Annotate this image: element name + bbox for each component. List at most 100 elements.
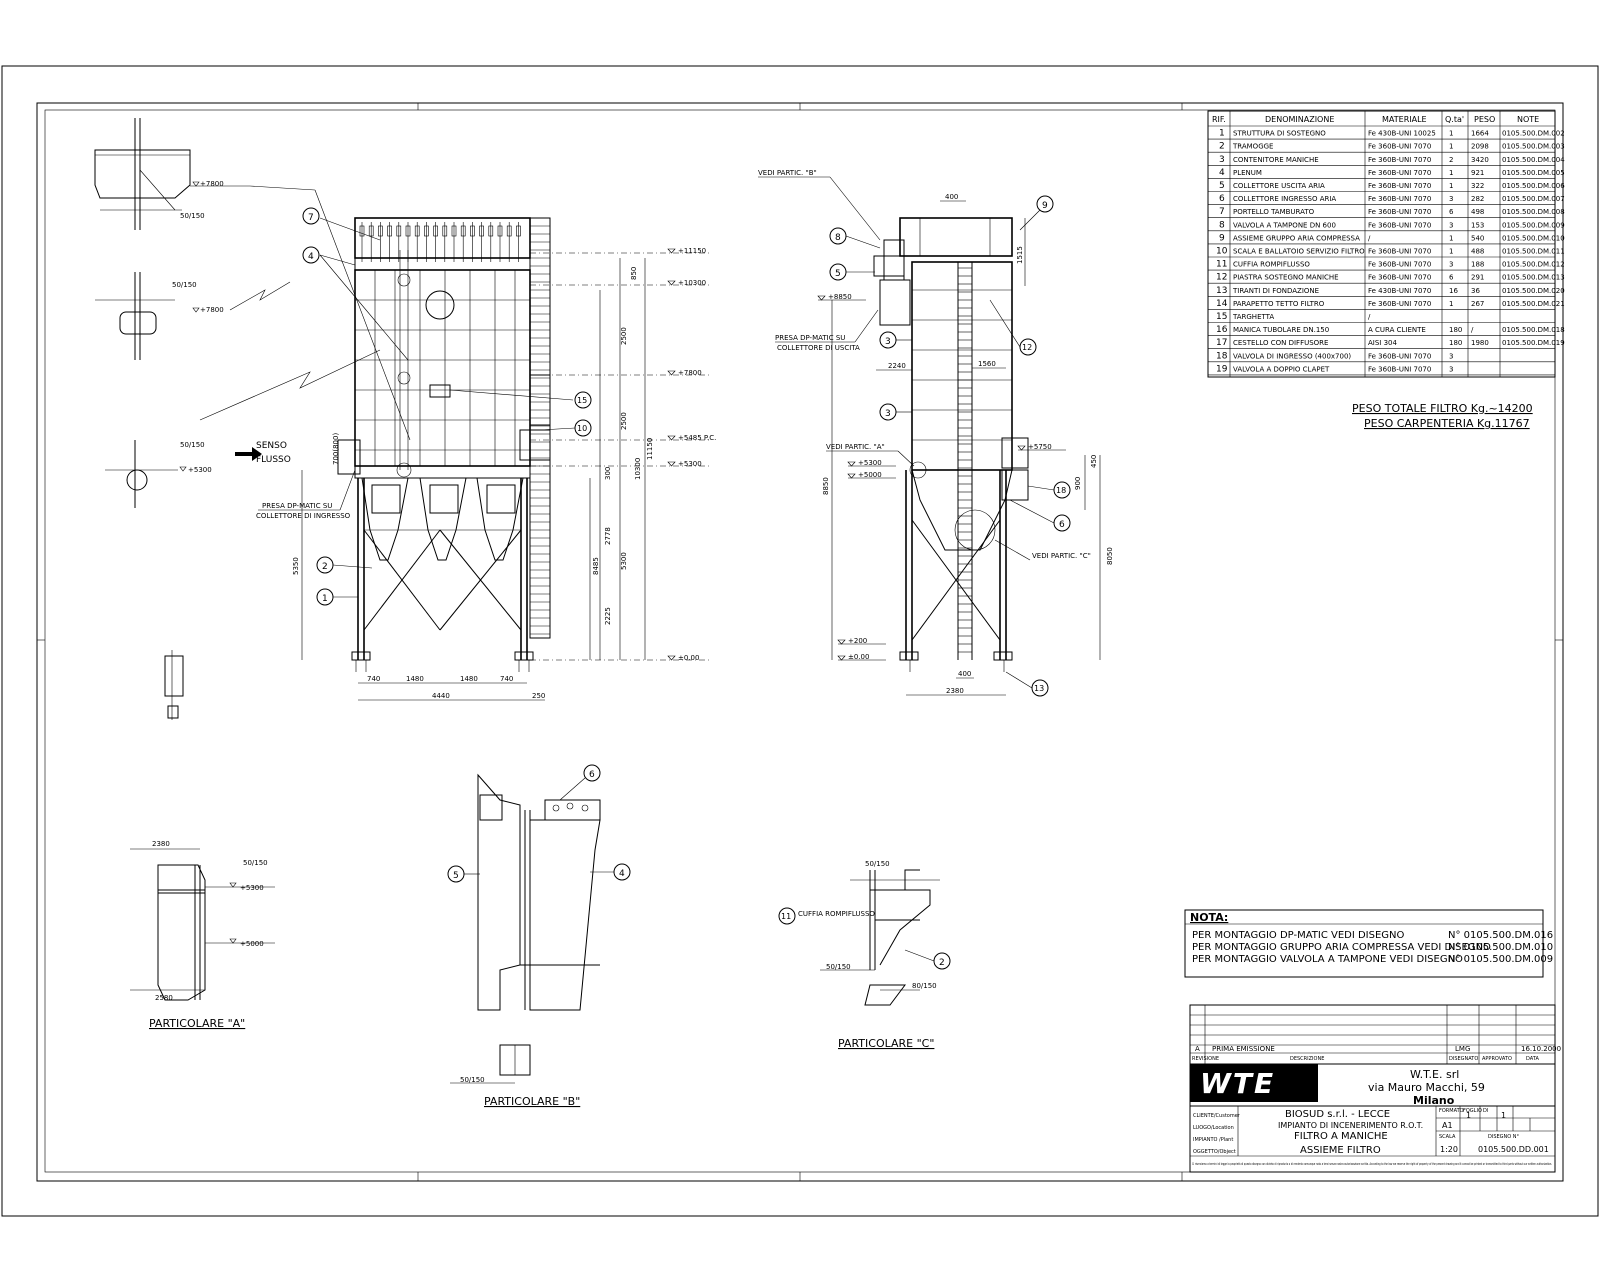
bom-cell: 0105.500.DM.008 — [1502, 208, 1565, 216]
dim-bottom-1: 740 — [367, 675, 380, 683]
side-vedi-c: VEDI PARTIC. "C" — [1032, 552, 1091, 560]
front-level-label: +11150 — [678, 247, 706, 255]
dim-right-300: 300 — [604, 467, 612, 480]
svg-text:10: 10 — [577, 424, 587, 433]
dim-right-10300: 10300 — [634, 458, 642, 480]
bom-cell: 282 — [1471, 195, 1484, 203]
bom-cell: 540 — [1471, 234, 1484, 242]
bom-cell: Fe 360B-UNI 7070 — [1368, 208, 1431, 216]
bom-cell: 19 — [1216, 364, 1228, 374]
bom-cell: 0105.500.DM.019 — [1502, 339, 1565, 347]
bom-cell: 10 — [1216, 247, 1228, 257]
label-object: OGGETTO/Object — [1193, 1149, 1236, 1155]
side-callout-3b: 3 — [879, 403, 897, 421]
side-callout-6: 6 — [1053, 514, 1071, 532]
label-date: DATA — [1526, 1056, 1539, 1062]
detail-a-dim-top: 2380 — [152, 840, 170, 848]
bom-cell: 12 — [1216, 273, 1227, 283]
bom-cell: Fe 360B-UNI 7070 — [1368, 248, 1431, 256]
dim-right-2500a: 2500 — [620, 327, 628, 345]
label-format: FORMATO — [1439, 1108, 1464, 1114]
svg-text:11: 11 — [781, 912, 791, 921]
svg-text:2: 2 — [322, 562, 328, 572]
bom-cell: 1 — [1449, 248, 1453, 256]
revision-date: 16.10.2000 — [1521, 1045, 1561, 1053]
revision-letter: A — [1195, 1045, 1200, 1053]
bom-cell: 3420 — [1471, 156, 1489, 164]
callout-7: 7 — [302, 207, 320, 225]
bom-header-materiale: MATERIALE — [1382, 115, 1427, 124]
bom-cell: 0105.500.DM.011 — [1502, 248, 1565, 256]
project-line-1: BIOSUD s.r.l. - LECCE — [1285, 1109, 1390, 1120]
bom-cell: Fe 430B-UNI 7070 — [1368, 287, 1431, 295]
scale-value: 1:20 — [1440, 1145, 1458, 1154]
label-drawn: DISEGNATO — [1449, 1056, 1478, 1062]
bom-cell: 2098 — [1471, 143, 1489, 151]
label-scale: SCALA — [1439, 1134, 1456, 1140]
note-line-3-ref: N° 0105.500.DM.009 — [1448, 954, 1553, 965]
bom-cell: 0105.500.DM.021 — [1502, 300, 1565, 308]
detail-b-title: PARTICOLARE "B" — [484, 1095, 580, 1108]
side-callout-5: 5 — [829, 263, 847, 281]
bom-table: RIF. DENOMINAZIONE MATERIALE Q.ta' PESO … — [1207, 110, 1565, 378]
side-dim-1560: 1560 — [978, 360, 996, 368]
detail-b-callout-4: 4 — [613, 863, 631, 881]
svg-text:4: 4 — [308, 252, 314, 262]
bom-cell: AISI 304 — [1368, 339, 1397, 347]
detail-a-weld: 50/150 — [243, 859, 268, 867]
bom-cell: 1664 — [1471, 130, 1489, 138]
bom-cell: 180 — [1449, 326, 1462, 334]
wte-logo — [1190, 1064, 1318, 1102]
dim-right-2225: 2225 — [604, 607, 612, 625]
bom-cell: 5 — [1219, 181, 1225, 191]
dim-overall-width: 4440 — [432, 692, 450, 700]
front-level-label: ±0.00 — [678, 654, 699, 662]
bom-cell: 14 — [1216, 299, 1228, 309]
bom-cell: / — [1368, 234, 1371, 242]
bom-cell: 9 — [1219, 233, 1225, 243]
dim-right-2500b: 2500 — [620, 412, 628, 430]
label-plant: IMPIANTO /Plant — [1193, 1137, 1233, 1143]
side-dim-2240: 2240 — [888, 362, 906, 370]
bom-cell: 16 — [1216, 325, 1228, 335]
bom-cell: 1 — [1449, 234, 1453, 242]
bom-cell: 3 — [1449, 261, 1453, 269]
bom-cell: Fe 360B-UNI 7070 — [1368, 365, 1431, 373]
svg-text:1: 1 — [322, 594, 328, 604]
project-line-3: FILTRO A MANICHE — [1294, 1131, 1388, 1142]
detail-a-level-5300: +5300 — [240, 884, 264, 892]
bom-cell: 2 — [1219, 142, 1225, 152]
carpentry-weight: PESO CARPENTERIA Kg.11767 — [1364, 417, 1530, 430]
note-line-1: PER MONTAGGIO DP-MATIC VEDI DISEGNO — [1192, 930, 1405, 941]
bom-cell: 16 — [1449, 287, 1458, 295]
dim-right-5300: 5300 — [620, 552, 628, 570]
note-title: NOTA: — [1190, 911, 1228, 924]
bom-header-denominazione: DENOMINAZIONE — [1265, 115, 1334, 124]
bom-cell: Fe 360B-UNI 7070 — [1368, 169, 1431, 177]
svg-text:6: 6 — [1059, 520, 1065, 530]
project-line-2: IMPIANTO DI INCENERIMENTO R.O.T. — [1278, 1121, 1423, 1130]
detail-b-callout-6: 6 — [583, 764, 601, 782]
bom-cell: 498 — [1471, 208, 1484, 216]
bom-cell: 0105.500.DM.002 — [1502, 130, 1565, 138]
bom-cell: COLLETTORE USCITA ARIA — [1233, 182, 1325, 190]
bom-cell: VALVOLA A DOPPIO CLAPET — [1233, 365, 1330, 373]
detail-c-weld-right: 80/150 — [912, 982, 937, 990]
dim-right-11150: 11150 — [646, 438, 654, 460]
bom-cell: 0105.500.DM.003 — [1502, 143, 1565, 151]
note-line-2: PER MONTAGGIO GRUPPO ARIA COMPRESSA VEDI… — [1192, 942, 1491, 953]
side-callout-9: 9 — [1036, 195, 1054, 213]
bom-cell: 921 — [1471, 169, 1484, 177]
outer-border — [1, 65, 1599, 1217]
flow-label-2: FLUSSO — [256, 455, 291, 465]
bom-cell: 0105.500.DM.009 — [1502, 221, 1565, 229]
note-line-3: PER MONTAGGIO VALVOLA A TAMPONE VEDI DIS… — [1192, 954, 1463, 965]
side-level-label: ±0.00 — [848, 653, 869, 661]
drawing-number: 0105.500.DD.001 — [1478, 1145, 1549, 1154]
section-bottom: 50/150 +5300 — [105, 349, 381, 508]
